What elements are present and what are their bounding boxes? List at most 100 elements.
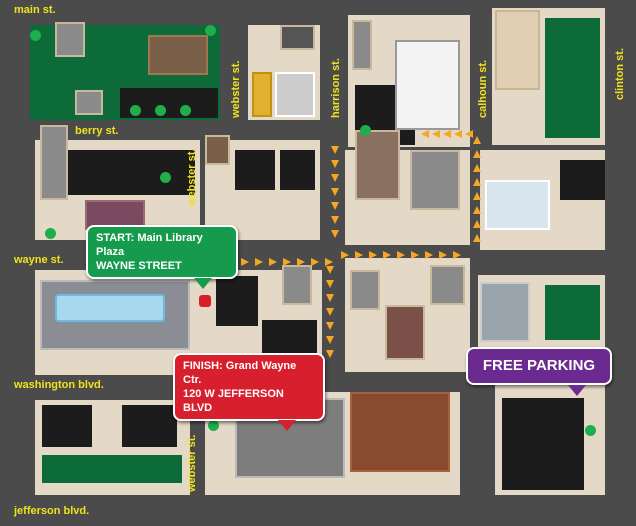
route-arrow <box>369 251 377 259</box>
route-arrow <box>443 130 451 138</box>
building <box>55 22 85 57</box>
route-arrow <box>473 220 481 228</box>
parking-garage <box>502 398 584 490</box>
street-label-webster-south: webster st. <box>186 434 198 492</box>
building <box>40 125 68 200</box>
red-sculpture <box>199 295 211 307</box>
route-arrow <box>331 160 339 168</box>
parking-lot <box>560 160 605 200</box>
street-label-berry: berry st. <box>75 125 119 137</box>
route-arrow <box>326 280 334 288</box>
building <box>205 135 230 165</box>
route-arrow <box>269 258 277 266</box>
callout-pointer <box>278 420 296 431</box>
building <box>75 90 103 115</box>
route-arrow <box>411 251 419 259</box>
tree <box>205 25 216 36</box>
building <box>410 150 460 210</box>
route-arrow <box>325 258 333 266</box>
start-location: START: Main Library Plaza <box>96 232 203 258</box>
park <box>545 285 600 340</box>
route-arrow <box>432 130 440 138</box>
park <box>545 18 600 138</box>
finish-address: 120 W JEFFERSON BLVD <box>183 388 284 414</box>
building <box>252 72 272 117</box>
route-arrow <box>331 202 339 210</box>
hotel-building <box>350 392 450 472</box>
route-arrow <box>397 251 405 259</box>
route-arrow <box>439 251 447 259</box>
library-glass-roof <box>55 294 165 322</box>
tree <box>585 425 596 436</box>
route-arrow <box>383 251 391 259</box>
route-arrow <box>425 251 433 259</box>
tree <box>30 30 41 41</box>
route-arrow <box>465 130 473 138</box>
route-arrow <box>473 136 481 144</box>
route-arrow <box>331 230 339 238</box>
route-arrow <box>331 216 339 224</box>
start-callout[interactable]: START: Main Library Plaza WAYNE STREET <box>86 225 238 289</box>
route-arrow <box>241 258 249 266</box>
building <box>355 130 400 200</box>
tree <box>360 125 371 136</box>
route-arrow <box>326 294 334 302</box>
route-arrow <box>453 251 461 259</box>
building <box>480 282 530 342</box>
route-arrow <box>331 174 339 182</box>
building <box>275 72 315 117</box>
route-arrow <box>331 188 339 196</box>
route-arrow <box>331 146 339 154</box>
route-arrow <box>326 350 334 358</box>
route-arrow <box>326 336 334 344</box>
free-parking-callout[interactable]: FREE PARKING <box>466 347 612 396</box>
parking-lot <box>235 150 275 190</box>
route-arrow <box>355 251 363 259</box>
route-arrow <box>473 192 481 200</box>
route-arrow <box>473 164 481 172</box>
tree <box>155 105 166 116</box>
route-arrow <box>341 251 349 259</box>
street-label-washington: washington blvd. <box>14 379 104 391</box>
building <box>350 270 380 310</box>
route-arrow <box>421 130 429 138</box>
route-arrow <box>297 258 305 266</box>
building <box>485 180 550 230</box>
street-label-calhoun: calhoun st. <box>477 59 489 118</box>
street-label-clinton: clinton st. <box>614 48 626 100</box>
route-arrow <box>311 258 319 266</box>
building <box>495 10 540 90</box>
parking-lot <box>216 276 258 326</box>
street-label-main: main st. <box>14 4 56 16</box>
building <box>430 265 465 305</box>
route-arrow <box>326 308 334 316</box>
parking-lot <box>280 150 315 190</box>
route-arrow <box>473 234 481 242</box>
free-parking-label: FREE PARKING <box>482 357 596 374</box>
callout-pointer <box>194 278 212 289</box>
route-arrow <box>326 266 334 274</box>
parking-lot <box>122 405 177 447</box>
building <box>280 25 315 50</box>
street-label-webster-mid: webster st. <box>186 148 198 206</box>
route-arrow <box>454 130 462 138</box>
parking-lot <box>42 405 92 447</box>
finish-callout[interactable]: FINISH: Grand Wayne Ctr. 120 W JEFFERSON… <box>173 353 325 431</box>
route-arrow <box>473 206 481 214</box>
building <box>385 305 425 360</box>
building <box>352 20 372 70</box>
street-label-wayne: wayne st. <box>14 254 64 266</box>
route-arrow <box>473 178 481 186</box>
tree <box>160 172 171 183</box>
tree <box>45 228 56 239</box>
finish-location: FINISH: Grand Wayne Ctr. <box>183 360 297 386</box>
parking-lot <box>65 150 195 195</box>
street-label-harrison: harrison st. <box>330 58 342 118</box>
route-arrow <box>255 258 263 266</box>
tree <box>208 420 219 431</box>
street-label-webster-north: webster st. <box>230 60 242 118</box>
tree <box>130 105 141 116</box>
callout-pointer <box>568 385 586 396</box>
